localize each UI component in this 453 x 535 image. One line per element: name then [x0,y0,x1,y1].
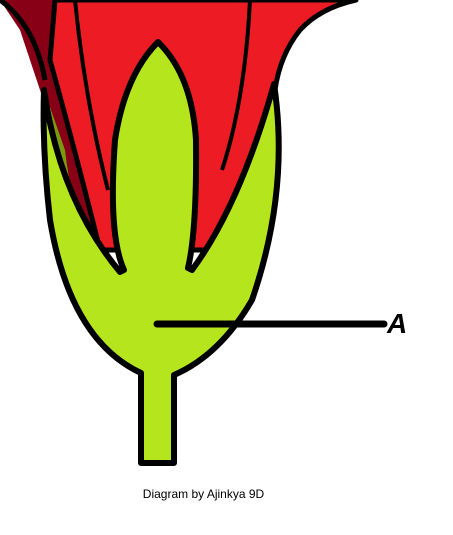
calyx [40,39,282,466]
label-a: A [387,308,408,339]
petal-body [47,0,359,253]
calyx-body [40,39,282,466]
petal-fold-left [73,0,110,191]
petal-fold-right [220,0,252,171]
petal-left-edge [0,0,48,81]
diagram-credit: Diagram by Ajinkya 9D [142,487,265,501]
